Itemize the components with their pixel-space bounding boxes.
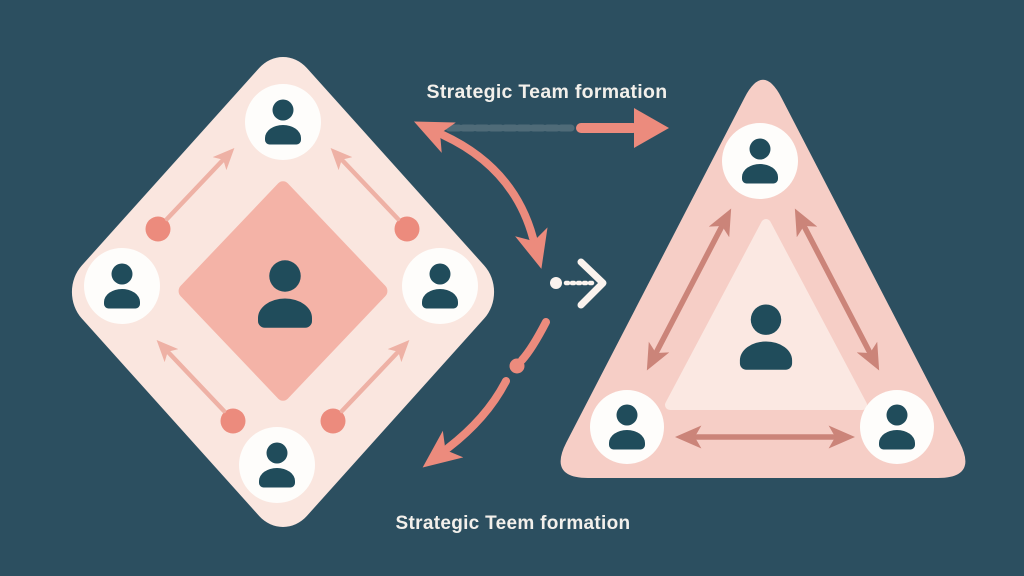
exchange-arrow-icon bbox=[646, 208, 732, 371]
curve-segment bbox=[518, 318, 550, 364]
connector-dot bbox=[145, 216, 171, 242]
triangle-connectors bbox=[646, 208, 880, 449]
node-circle bbox=[239, 427, 315, 503]
node-circle bbox=[245, 84, 321, 160]
curved-down-arrow-icon bbox=[422, 318, 550, 468]
connector-dot bbox=[394, 216, 420, 242]
up-arrow-icon bbox=[156, 339, 227, 414]
up-arrow-icon bbox=[164, 147, 235, 222]
node-circle bbox=[860, 390, 934, 464]
top-caption: Strategic Team formation bbox=[427, 81, 668, 103]
member-node-bottom bbox=[239, 427, 315, 503]
diamond-connectors bbox=[145, 147, 420, 434]
member-node-right bbox=[860, 390, 934, 464]
member-node-top bbox=[722, 123, 798, 199]
right-arrow-icon bbox=[634, 108, 669, 148]
member-node-left bbox=[84, 248, 160, 324]
connector-dot bbox=[220, 408, 246, 434]
transition-group: Strategic Team formation Strategic Teem … bbox=[396, 81, 669, 534]
bottom-caption: Strategic Teem formation bbox=[396, 513, 631, 534]
exchange-arrow-icon bbox=[794, 208, 880, 371]
node-circle bbox=[722, 123, 798, 199]
connector-dot bbox=[320, 408, 346, 434]
curve-segment bbox=[422, 377, 510, 468]
flow-arrow-icon bbox=[550, 258, 607, 309]
flow-dot bbox=[550, 277, 562, 289]
curved-double-arrow-icon bbox=[413, 121, 548, 269]
member-node-top bbox=[245, 84, 321, 160]
member-node-left bbox=[590, 390, 664, 464]
node-circle bbox=[84, 248, 160, 324]
up-arrow-icon bbox=[330, 147, 401, 222]
triangle-team-group bbox=[560, 79, 966, 479]
node-circle bbox=[402, 248, 478, 324]
diamond-team-group bbox=[71, 57, 495, 527]
node-circle bbox=[590, 390, 664, 464]
member-node-right bbox=[402, 248, 478, 324]
up-arrow-icon bbox=[339, 339, 410, 414]
flow-chevron bbox=[577, 258, 607, 309]
curve-dot bbox=[509, 358, 525, 374]
